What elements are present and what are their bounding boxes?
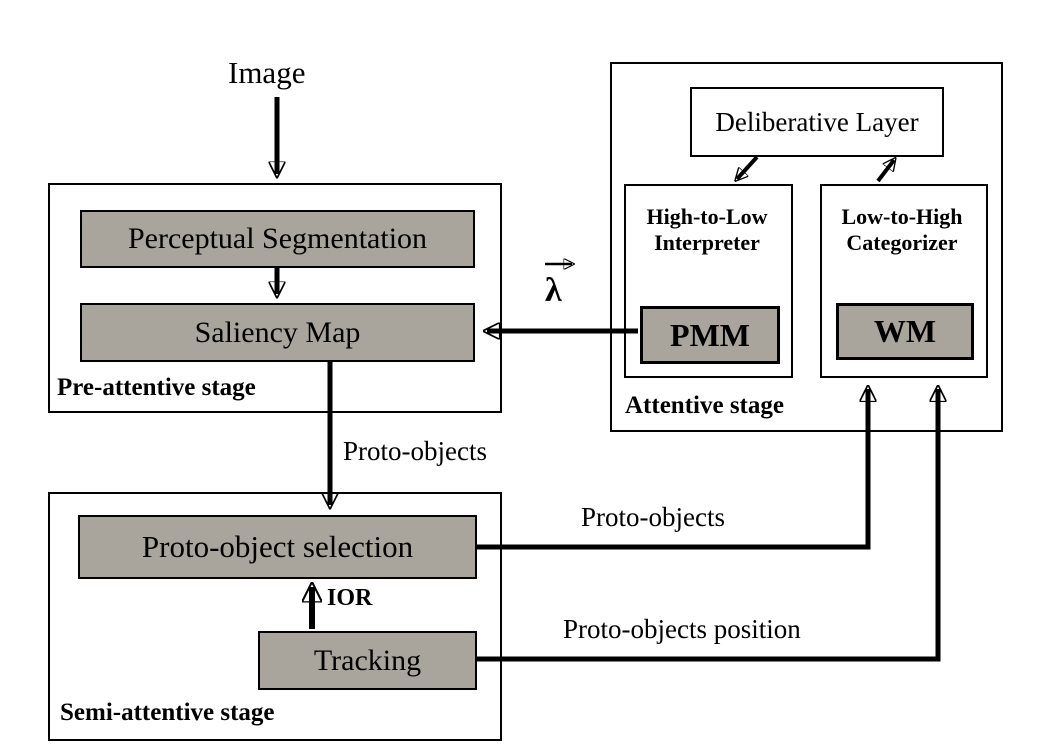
lambda-label: λ [545,272,562,309]
pmm-box: PMM [640,306,780,364]
proto-object-selection-label: Proto-object selection [141,529,414,564]
saliency-map-box: Saliency Map [80,303,475,362]
deliberative-layer-label: Deliberative Layer [715,106,919,137]
pmm-label: PMM [670,316,750,353]
proto-objects-position-label: Proto-objects position [563,614,801,644]
low-to-high-categorizer-label: Low-to-High Categorizer [841,204,963,255]
semi-attentive-stage-label: Semi-attentive stage [60,699,275,726]
image-label: Image [228,55,306,90]
deliberative-layer-box: Deliberative Layer [690,87,944,157]
pre-attentive-stage-label: Pre-attentive stage [57,374,256,401]
saliency-map-label: Saliency Map [194,315,361,349]
perceptual-segmentation-label: Perceptual Segmentation [127,222,428,255]
ior-label: IOR [327,585,373,611]
wm-box: WM [836,303,974,360]
proto-objects-right-label: Proto-objects [581,502,725,532]
proto-objects-down-label: Proto-objects [343,436,487,466]
proto-object-selection-box: Proto-object selection [78,515,477,579]
perceptual-segmentation-box: Perceptual Segmentation [80,210,475,268]
attentive-stage-label: Attentive stage [625,392,784,419]
high-to-low-interpreter-label: High-to-Low Interpreter [646,204,768,255]
wm-label: WM [873,313,937,349]
tracking-label: Tracking [313,643,422,677]
tracking-box: Tracking [258,631,477,690]
